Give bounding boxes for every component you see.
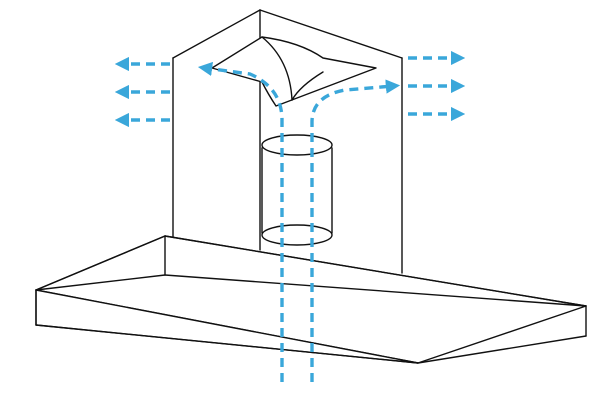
filter-cylinder-top (261, 134, 333, 156)
chimney-top-left-edge (172, 9, 261, 59)
air-deflector (211, 36, 377, 107)
carbon-filter-cylinder (261, 134, 333, 246)
airflow-rising-right (310, 79, 401, 382)
deflector-plate (211, 36, 377, 107)
canopy-front-edge (35, 274, 166, 291)
deflector-fold-line (261, 36, 293, 101)
canopy-back-right-edge (164, 235, 587, 307)
chimney-top-right-edge (259, 9, 403, 59)
filter-cylinder-bottom (261, 224, 333, 246)
deflector-curl (291, 71, 324, 101)
airflow-rising-left (197, 61, 284, 382)
canopy-inner-left-edge (164, 274, 587, 307)
canopy-front-top-edge (35, 235, 166, 291)
airflow-paths (114, 50, 466, 382)
canopy-bottom-edge (35, 324, 587, 364)
